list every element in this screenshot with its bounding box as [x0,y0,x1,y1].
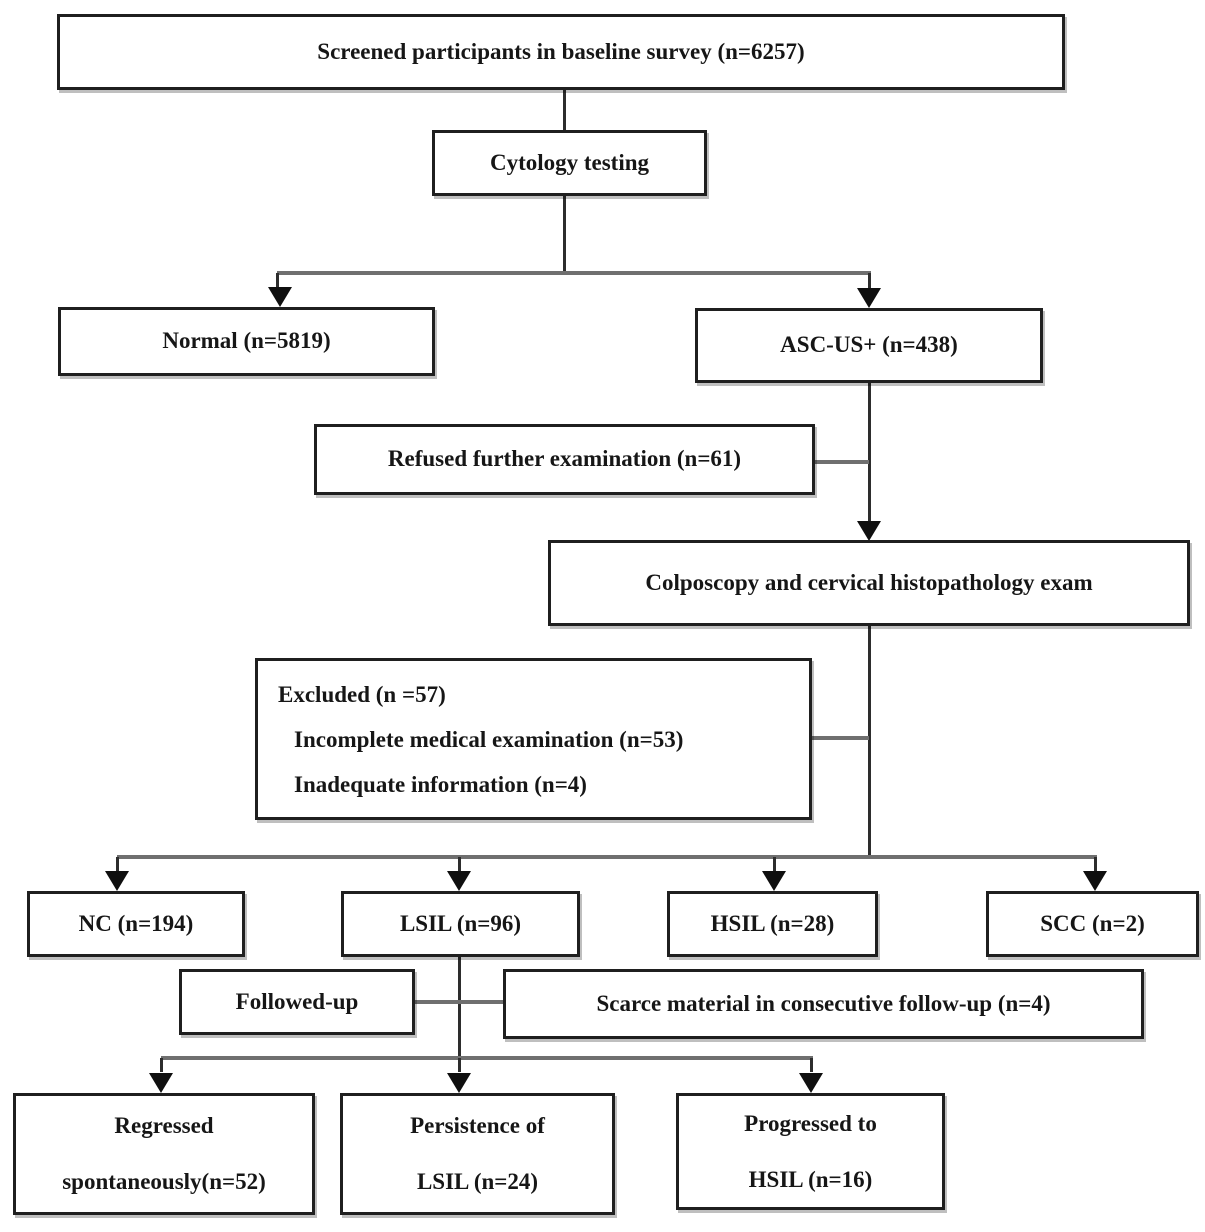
connector-branch-ascus [868,273,871,288]
node-screened-label: Screened participants in baseline survey… [317,38,805,64]
node-regressed-line2: spontaneously(n=52) [62,1169,266,1194]
arrow-down-icon [149,1073,173,1093]
connector-branch-nc [116,857,119,871]
node-progressed: Progressed to HSIL (n=16) [676,1093,945,1210]
connector-colposcopy-branch [868,626,871,857]
node-refused: Refused further examination (n=61) [314,424,815,495]
node-lsil-label: LSIL (n=96) [399,910,522,936]
node-persistence: Persistence of LSIL (n=24) [340,1093,615,1215]
node-excluded: Excluded (n =57) Incomplete medical exam… [255,658,812,820]
connector-followedup-scarce [415,1000,503,1004]
node-screened: Screened participants in baseline survey… [57,14,1065,90]
node-scc-label: SCC (n=2) [1040,910,1145,936]
node-normal-label: Normal (n=5819) [162,328,331,354]
node-cytology-label: Cytology testing [489,149,650,175]
node-lsil: LSIL (n=96) [341,891,580,957]
node-excluded-line2: Incomplete medical examination (n=53) [294,726,684,752]
node-persistence-line1: Persistence of [410,1113,545,1138]
node-excluded-line3: Inadequate information (n=4) [294,771,587,797]
arrow-down-icon [268,287,292,307]
node-colposcopy: Colposcopy and cervical histopathology e… [548,540,1190,626]
connector-branch-hsil [773,857,776,871]
node-followed-up-label: Followed-up [235,988,359,1014]
node-excluded-line1: Excluded (n =57) [278,681,446,707]
branch-line-histology [117,855,1097,859]
node-persistence-line2: LSIL (n=24) [416,1169,539,1194]
node-colposcopy-label: Colposcopy and cervical histopathology e… [645,569,1093,595]
node-scarce-label: Scarce material in consecutive follow-up… [596,990,1051,1016]
arrow-down-icon [1083,871,1107,891]
node-regressed: Regressed spontaneously(n=52) [13,1093,315,1215]
node-regressed-line1: Regressed [114,1113,214,1138]
connector-refused [815,460,869,464]
connector-ascus-colposcopy [868,383,871,521]
node-followed-up: Followed-up [179,969,415,1035]
connector-branch-progressed [810,1058,813,1072]
node-normal: Normal (n=5819) [58,307,435,376]
connector-excluded [812,736,869,740]
node-progressed-line1: Progressed to [744,1110,877,1136]
connector-lsil-followup [458,957,461,1059]
arrow-down-icon [857,521,881,541]
arrow-down-icon [762,871,786,891]
arrow-down-icon [447,871,471,891]
node-ascus: ASC-US+ (n=438) [695,308,1043,383]
connector-branch-regressed [160,1058,163,1072]
node-nc: NC (n=194) [27,891,245,957]
node-hsil: HSIL (n=28) [667,891,878,957]
connector-branch-lsil [458,857,461,871]
branch-line-cytology [277,271,871,275]
node-hsil-label: HSIL (n=28) [710,910,835,936]
arrow-down-icon [799,1073,823,1093]
node-cytology: Cytology testing [432,130,707,196]
arrow-down-icon [105,871,129,891]
connector-branch-normal [276,273,279,288]
arrow-down-icon [447,1073,471,1093]
node-scc: SCC (n=2) [986,891,1199,957]
branch-line-followup [161,1056,813,1060]
connector-screened-cytology [563,90,566,130]
node-ascus-label: ASC-US+ (n=438) [780,332,958,358]
connector-branch-scc [1094,857,1097,871]
node-refused-label: Refused further examination (n=61) [387,446,742,472]
node-nc-label: NC (n=194) [78,910,194,936]
connector-branch-persistence [458,1058,461,1072]
arrow-down-icon [857,288,881,308]
connector-cytology-branch [563,196,566,273]
node-progressed-line2: HSIL (n=16) [748,1166,873,1192]
node-scarce: Scarce material in consecutive follow-up… [503,969,1144,1039]
